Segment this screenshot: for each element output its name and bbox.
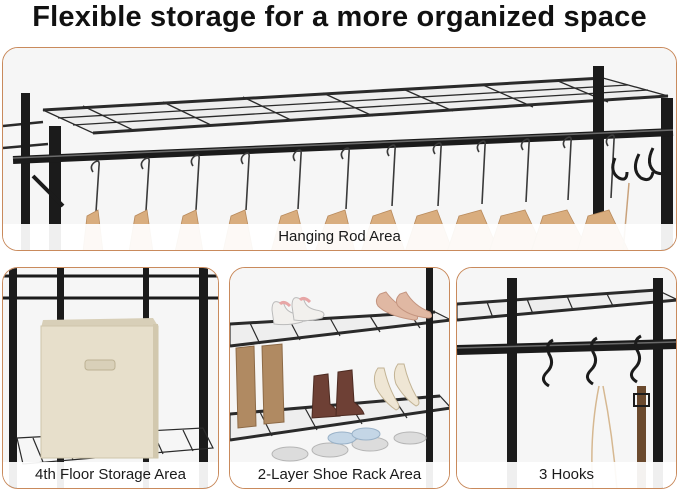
- rod-end-hooks: [611, 147, 669, 181]
- s-hooks: [542, 334, 642, 388]
- wire-shelf: [3, 76, 669, 150]
- heels: [373, 363, 420, 411]
- storage-area-illustration: [3, 268, 218, 488]
- hooks-caption: 3 Hooks: [457, 462, 676, 488]
- sneakers: [271, 296, 325, 326]
- hanging-rod: [12, 128, 674, 208]
- storage-area-caption: 4th Floor Storage Area: [3, 462, 218, 488]
- shoe-rack-panel: 2-Layer Shoe Rack Area: [229, 267, 450, 489]
- hanging-rod-caption: Hanging Rod Area: [3, 224, 676, 250]
- shoe-rack-caption: 2-Layer Shoe Rack Area: [230, 462, 449, 488]
- slippers: [271, 431, 427, 462]
- storage-area-panel: 4th Floor Storage Area: [2, 267, 219, 489]
- hooks-panel: 3 Hooks: [456, 267, 677, 489]
- wire-shelf: [457, 288, 676, 322]
- flats: [375, 291, 433, 321]
- tall-boots: [235, 343, 285, 429]
- blue-slippers: [327, 427, 381, 445]
- ankle-boots: [311, 369, 365, 419]
- hanging-rod-panel: Hanging Rod Area: [2, 47, 677, 251]
- headline: Flexible storage for a more organized sp…: [32, 1, 647, 33]
- hanging-rod-illustration: [3, 48, 676, 250]
- shoe-rack-illustration: [230, 268, 449, 488]
- hooks-illustration: [457, 268, 676, 488]
- belt: [633, 386, 650, 488]
- wooden-hangers: [90, 134, 615, 213]
- hook-rod: [457, 339, 676, 355]
- storage-box: [40, 318, 159, 459]
- frame-posts: [507, 278, 663, 488]
- frame-posts: [426, 268, 433, 488]
